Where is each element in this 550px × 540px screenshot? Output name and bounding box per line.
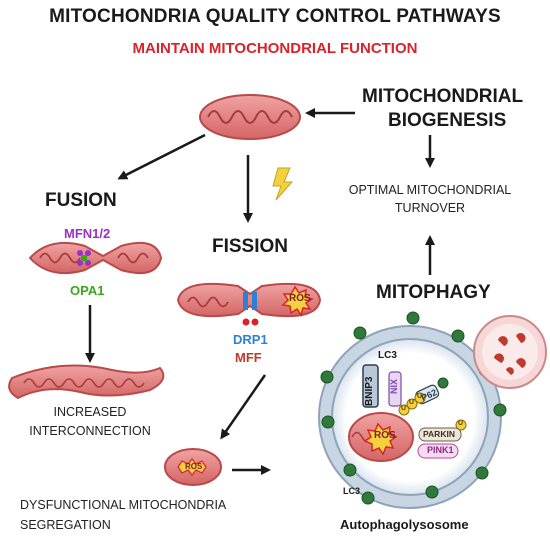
dysfunctional-mitochondrion: [164, 448, 222, 486]
mitophagy-heading: MITOPHAGY: [376, 282, 491, 303]
bnip3-label: BNIP3: [364, 376, 375, 406]
mff-label: MFF: [235, 350, 262, 365]
nix-label: NIX: [389, 378, 399, 394]
fusion-mitochondria: [28, 242, 163, 274]
mitochondrion-top: [199, 94, 301, 140]
interconnection-label-line1: INCREASED: [53, 405, 127, 419]
parkin-label: PARKIN: [423, 429, 455, 439]
lc3-vesicles: [320, 311, 507, 505]
fission-heading: FISSION: [212, 236, 289, 257]
turnover-label-line2: TURNOVER: [394, 201, 466, 215]
lc3-outer-label: LC3: [343, 486, 361, 496]
interconnection-label-line2: INTERCONNECTION: [29, 424, 151, 438]
ubiquitin-label-1: U: [401, 405, 407, 412]
ros-label-fission: ROS: [289, 293, 311, 304]
opa1-label: OPA1: [70, 283, 105, 298]
lysosome: [473, 315, 547, 389]
lightning-icon: [272, 167, 294, 201]
turnover-label-line1: OPTIMAL MITOCHONDRIAL: [348, 183, 512, 197]
drp1-label: DRP1: [233, 332, 268, 347]
segregation-label-line1: DYSFUNCTIONAL MITOCHONDRIA: [20, 498, 227, 512]
ros-label-mitophagy: ROS: [374, 430, 396, 441]
diagram-subtitle: MAINTAIN MITOCHONDRIAL FUNCTION: [132, 40, 418, 57]
ubiquitin-label-3: U: [417, 393, 423, 400]
ros-label-segregation: ROS: [185, 462, 203, 471]
segregation-label-line2: SEGREGATION: [20, 518, 111, 532]
biogenesis-label-line2: BIOGENESIS: [388, 110, 507, 131]
diagram-title: MITOCHONDRIA QUALITY CONTROL PATHWAYS: [49, 6, 501, 27]
fusion-heading: FUSION: [45, 190, 117, 211]
ubiquitin-label-4: U: [458, 420, 464, 427]
lc3-inner-label: LC3: [378, 350, 397, 361]
ros-burst-mitophagy: [363, 422, 398, 456]
pink1-label: PINK1: [427, 445, 454, 455]
biogenesis-label-line1: MITOCHONDRIAL: [362, 86, 524, 107]
arrow-mito-to-fusion: [117, 133, 206, 180]
autophagolysosome-caption: Autophagolysosome: [340, 517, 469, 532]
arrow-fission-to-segregation: [220, 374, 267, 440]
elongated-mitochondrion: [8, 364, 165, 400]
mfn-label: MFN1/2: [64, 226, 111, 241]
ros-burst-fission: [281, 285, 314, 317]
fission-mitochondria: [176, 282, 322, 326]
ubiquitin-label-2: U: [409, 399, 415, 406]
autophagolysosome: [318, 325, 502, 509]
